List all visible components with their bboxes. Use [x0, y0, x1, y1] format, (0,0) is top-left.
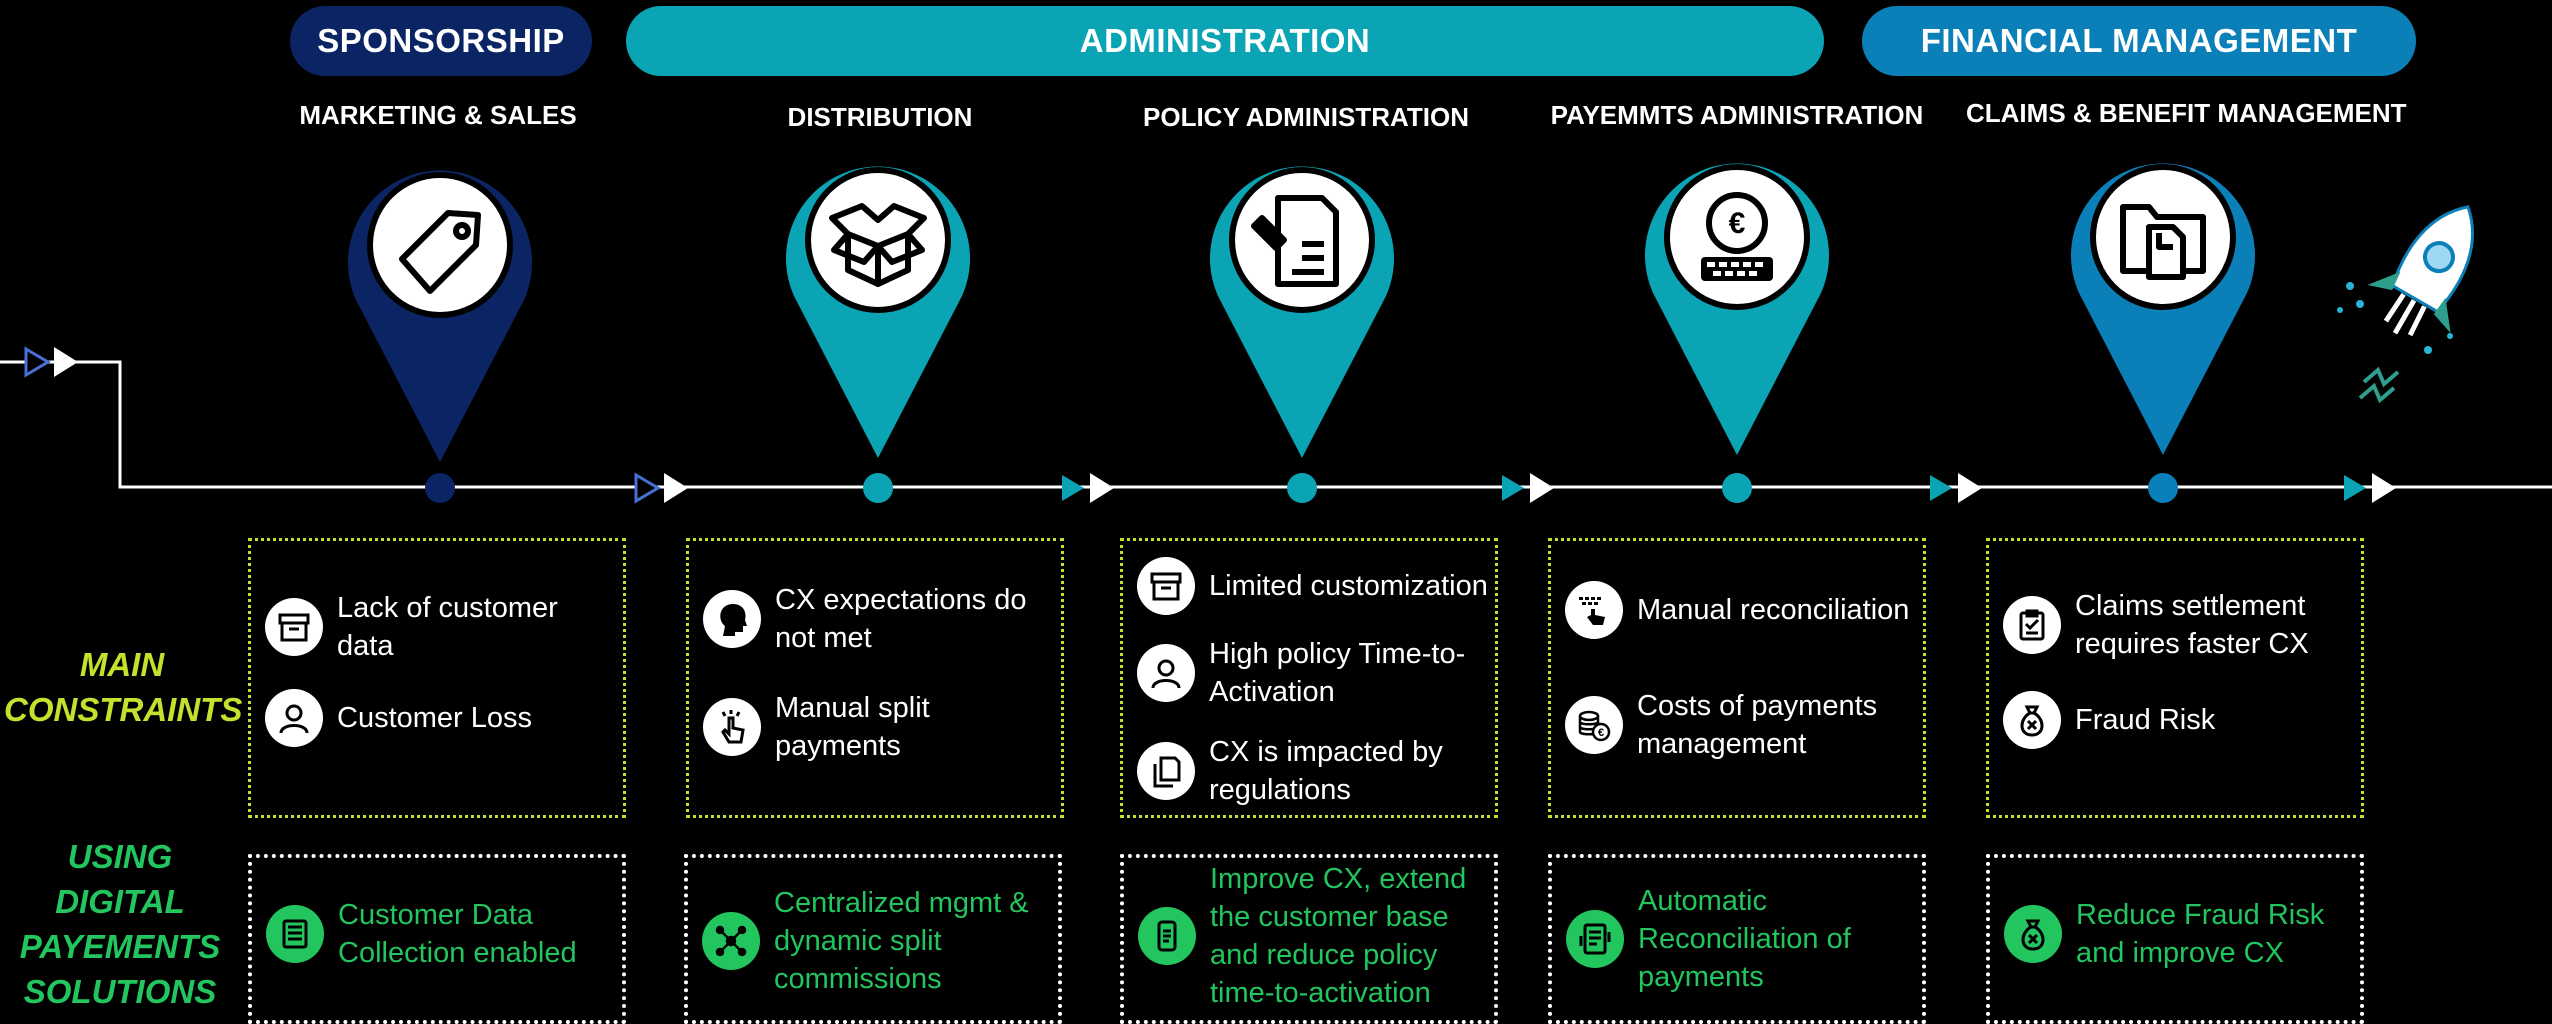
reconcile-device-icon [1566, 910, 1624, 968]
stage-title-payments-administration: PAYEMMTS ADMINISTRATION [1550, 100, 1924, 130]
phase-sponsorship: SPONSORSHIP [290, 6, 592, 76]
constraint-text: CX is impacted by regulations [1209, 736, 1443, 806]
rocket-icon [2337, 205, 2474, 404]
svg-text:€: € [1729, 207, 1746, 240]
main-constraints-label: MAIN CONSTRAINTS [4, 646, 243, 728]
constraint-text: Lack of customer data [337, 592, 558, 662]
document-edit-icon [1251, 195, 1339, 287]
constraint-item: Manual split payments [703, 689, 1057, 765]
svg-text:€: € [1598, 727, 1604, 739]
phase-label: FINANCIAL MANAGEMENT [1920, 22, 2358, 59]
stage-title-marketing-sales: MARKETING & SALES [299, 100, 577, 130]
phase-label: ADMINISTRATION [1079, 22, 1371, 59]
phase-administration: ADMINISTRATION [626, 6, 1824, 76]
constraints-box-distribution: CX expectations do not met Manual split … [686, 538, 1064, 818]
data-form-icon [266, 905, 324, 963]
solution-item: Centralized mgmt & dynamic split commiss… [702, 884, 1054, 998]
constraints-box-payments-administration: Manual reconciliation € Costs of payment… [1548, 538, 1926, 818]
constraint-item: € Costs of payments management [1565, 687, 1919, 763]
pin-policy-administration [1210, 166, 1394, 458]
archive-box-icon [265, 598, 323, 656]
constraint-text: Costs of payments management [1637, 690, 1878, 760]
timeline-dot [863, 473, 893, 503]
constraint-item: Claims settlement requires faster CX [2003, 587, 2357, 663]
money-bag-icon [2004, 905, 2062, 963]
solution-text: Automatic Reconciliation of payments [1638, 885, 1851, 993]
solution-box-marketing-sales: Customer Data Collection enabled [248, 854, 626, 1024]
solution-text: Reduce Fraud Risk and improve CX [2076, 899, 2325, 969]
open-box-icon [829, 203, 927, 287]
arrow-pair [2344, 473, 2396, 503]
constraint-item: High policy Time-to-Activation [1137, 635, 1491, 711]
hand-keyboard-icon [1565, 581, 1623, 639]
documents-icon [1137, 742, 1195, 800]
solution-item: Customer Data Collection enabled [266, 896, 618, 972]
arrow-pair [1502, 473, 1554, 503]
timeline-dot [1722, 473, 1752, 503]
solution-text: Customer Data Collection enabled [338, 899, 577, 969]
constraint-text: CX expectations do not met [775, 584, 1027, 654]
solution-box-policy-administration: Improve CX, extend the customer base and… [1120, 854, 1498, 1024]
constraints-box-claims-benefit: Claims settlement requires faster CX Fra… [1986, 538, 2364, 818]
timeline-dot [425, 473, 455, 503]
stage-title-policy-administration: POLICY ADMINISTRATION [1143, 102, 1469, 132]
constraint-item: CX is impacted by regulations [1137, 733, 1491, 809]
stage-title-distribution: DISTRIBUTION [787, 102, 973, 132]
archive-box-icon [1137, 557, 1195, 615]
hand-tap-icon [703, 698, 761, 756]
euro-coins-icon: € [1565, 696, 1623, 754]
constraint-text: Customer Loss [337, 702, 533, 734]
timeline-arrows [24, 346, 2396, 504]
constraint-text: High policy Time-to-Activation [1209, 638, 1466, 708]
arrow-pair [634, 472, 688, 504]
solution-item: Automatic Reconciliation of payments [1566, 882, 1918, 996]
constraint-item: Limited customization [1137, 557, 1491, 615]
arrow-pair [1062, 473, 1114, 503]
solution-box-distribution: Centralized mgmt & dynamic split commiss… [684, 854, 1062, 1024]
network-nodes-icon [702, 912, 760, 970]
pin-distribution [786, 166, 970, 458]
constraint-item: Customer Loss [265, 689, 619, 747]
digital-payments-solutions-label: USING DIGITAL PAYEMENTS SOLUTIONS [19, 838, 221, 1010]
arrow-pair [1930, 473, 1982, 503]
solution-item: Reduce Fraud Risk and improve CX [2004, 896, 2356, 972]
head-profile-icon [703, 590, 761, 648]
solution-text: Centralized mgmt & dynamic split commiss… [774, 887, 1029, 995]
pin-marketing-sales [348, 170, 532, 463]
constraint-item: Fraud Risk [2003, 691, 2357, 749]
timeline-diagram: € [0, 163, 2552, 504]
constraints-box-policy-administration: Limited customization High policy Time-t… [1120, 538, 1498, 818]
phase-label: SPONSORSHIP [317, 22, 565, 59]
pin-claims-benefit [2071, 163, 2255, 455]
euro-coin-keyboard-icon: € [1701, 192, 1773, 281]
solution-text: Improve CX, extend the customer base and… [1210, 863, 1467, 1009]
constraint-text: Manual split payments [775, 692, 930, 762]
constraint-text: Fraud Risk [2075, 704, 2216, 736]
clipboard-icon [2003, 596, 2061, 654]
phase-financial-management: FINANCIAL MANAGEMENT [1862, 6, 2416, 76]
constraint-item: Lack of customer data [265, 589, 619, 665]
constraint-item: CX expectations do not met [703, 581, 1057, 657]
arrow-pair [24, 346, 78, 378]
timeline-dot [1287, 473, 1317, 503]
price-tag-icon [399, 210, 481, 294]
folder-docs-icon [2120, 204, 2206, 280]
constraint-text: Claims settlement requires faster CX [2075, 590, 2309, 660]
constraint-item: Manual reconciliation [1565, 581, 1919, 639]
constraints-box-marketing-sales: Lack of customer data Customer Loss [248, 538, 626, 818]
pin-payments-administration: € [1645, 163, 1829, 455]
user-icon [1137, 644, 1195, 702]
solution-box-payments-administration: Automatic Reconciliation of payments [1548, 854, 1926, 1024]
constraint-text: Manual reconciliation [1637, 594, 1910, 626]
user-icon [265, 689, 323, 747]
solution-box-claims-benefit: Reduce Fraud Risk and improve CX [1986, 854, 2364, 1024]
money-bag-icon [2003, 691, 2061, 749]
stage-title-claims-benefit: CLAIMS & BENEFIT MANAGEMENT [1966, 98, 2407, 128]
solution-item: Improve CX, extend the customer base and… [1138, 860, 1490, 1012]
constraint-text: Limited customization [1209, 570, 1488, 602]
mobile-doc-icon [1138, 907, 1196, 965]
timeline-dot [2148, 473, 2178, 503]
